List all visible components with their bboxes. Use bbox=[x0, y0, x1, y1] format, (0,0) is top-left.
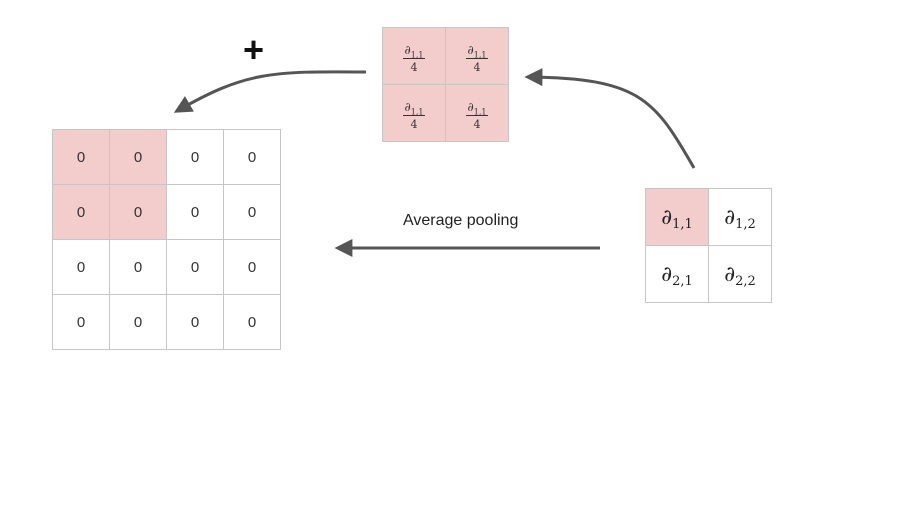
fraction-numerator: ∂1,1 bbox=[402, 43, 426, 60]
fraction-numerator: ∂1,1 bbox=[465, 43, 489, 60]
output-grid-cell: 0 bbox=[52, 239, 110, 295]
input-grid-row: ∂1,1∂1,2 bbox=[645, 188, 772, 246]
input-grid-cell: ∂1,2 bbox=[708, 188, 772, 246]
output-grid-cell: 0 bbox=[223, 129, 281, 185]
output-grid-cell: 0 bbox=[109, 294, 167, 350]
gradient-subscript: 1,1 bbox=[410, 50, 424, 60]
gradient-subscript: 1,1 bbox=[473, 50, 487, 60]
output-grid-cell: 0 bbox=[166, 184, 224, 240]
gradient-symbol: ∂ bbox=[404, 100, 411, 114]
output-grid-cell: 0 bbox=[166, 129, 224, 185]
gradient-term: ∂1,1 bbox=[661, 205, 693, 232]
input-grid-cell: ∂2,2 bbox=[708, 245, 772, 303]
gradient-subscript: 1,1 bbox=[410, 107, 424, 117]
input-gradient-grid: ∂1,1∂1,2∂2,1∂2,2 bbox=[645, 188, 772, 303]
output-grid-cell: 0 bbox=[52, 129, 110, 185]
gradient-subscript: 1,2 bbox=[735, 217, 756, 232]
gradient-symbol: ∂ bbox=[661, 205, 673, 229]
gradient-term: ∂1,2 bbox=[724, 205, 756, 232]
output-grid-cell: 0 bbox=[109, 239, 167, 295]
gradient-subscript: 1,1 bbox=[473, 107, 487, 117]
fraction-denominator: 4 bbox=[410, 118, 418, 131]
fraction-numerator: ∂1,1 bbox=[402, 100, 426, 117]
fraction-denominator: 4 bbox=[473, 61, 481, 74]
output-grid-cell: 0 bbox=[109, 129, 167, 185]
output-grid-cell: 0 bbox=[223, 294, 281, 350]
gradient-subscript: 2,2 bbox=[735, 274, 756, 289]
input-grid-cell: ∂2,1 bbox=[645, 245, 709, 303]
output-grid-cell: 0 bbox=[223, 239, 281, 295]
output-grid-cell: 0 bbox=[166, 294, 224, 350]
gradient-symbol: ∂ bbox=[467, 100, 474, 114]
plus-sign: + bbox=[243, 29, 265, 70]
fraction-numerator: ∂1,1 bbox=[465, 100, 489, 117]
gradient-symbol: ∂ bbox=[404, 43, 411, 57]
gradient-subscript: 2,1 bbox=[672, 274, 693, 289]
output-grid-cell: 0 bbox=[52, 294, 110, 350]
gradient-symbol: ∂ bbox=[724, 262, 736, 286]
input-to-distributed-arrow bbox=[524, 68, 696, 169]
gradient-term: ∂2,1 bbox=[661, 262, 693, 289]
operation-label: Average pooling bbox=[403, 212, 519, 229]
gradient-subscript: 1,1 bbox=[672, 217, 693, 232]
input-grid-cell: ∂1,1 bbox=[645, 188, 709, 246]
output-grid-cell: 0 bbox=[52, 184, 110, 240]
gradient-symbol: ∂ bbox=[724, 205, 736, 229]
gradient-term: ∂2,2 bbox=[724, 262, 756, 289]
fraction-denominator: 4 bbox=[473, 118, 481, 131]
fraction-denominator: 4 bbox=[410, 61, 418, 74]
gradient-symbol: ∂ bbox=[661, 262, 673, 286]
output-grid-cell: 0 bbox=[223, 184, 281, 240]
output-grid-cell: 0 bbox=[109, 184, 167, 240]
gradient-symbol: ∂ bbox=[467, 43, 474, 57]
distributed-to-output-arrow bbox=[173, 70, 367, 113]
output-grid-cell: 0 bbox=[166, 239, 224, 295]
input-grid-row: ∂2,1∂2,2 bbox=[645, 245, 772, 303]
